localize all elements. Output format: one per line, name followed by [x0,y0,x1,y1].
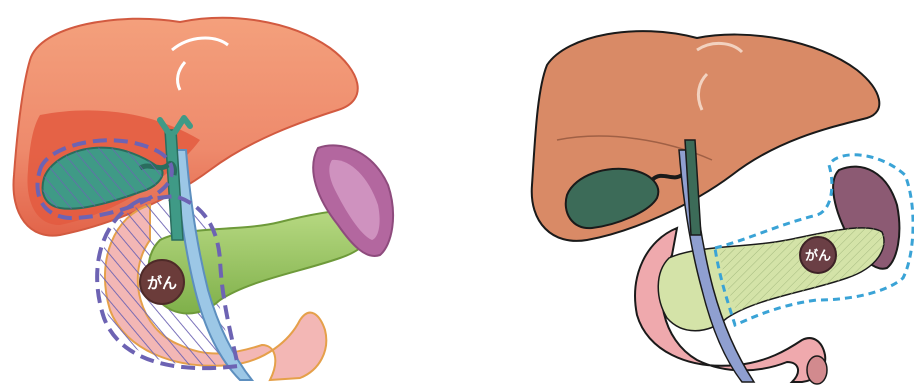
right-anatomy-panel: がん [457,0,914,385]
left-anatomy-illustration: がん [0,0,457,385]
right-anatomy-illustration: がん [457,0,914,385]
duodenum-end [807,356,827,384]
tumor-label: がん [147,274,177,292]
tumor-label: がん [805,248,831,264]
left-anatomy-panel: がん [0,0,457,385]
